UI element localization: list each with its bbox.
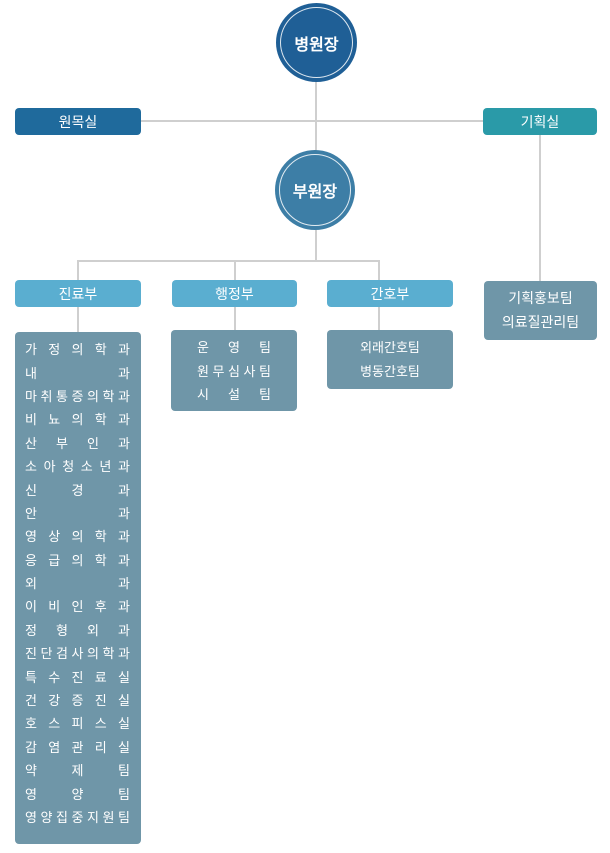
connector-admin-box — [234, 307, 236, 331]
connector-admin-vertical — [234, 260, 236, 280]
unit-row: 병동간호팀 — [360, 364, 420, 380]
connector-planning-vertical — [539, 134, 541, 282]
medical-department-label: 진료부 — [58, 286, 98, 303]
nursing-department-label: 간호부 — [370, 286, 410, 303]
ombudsman-label: 원목실 — [58, 114, 98, 131]
connector-vice-vertical — [315, 225, 317, 261]
planning-team: 의료질관리팀 — [501, 315, 580, 331]
connector-nursing-vertical — [378, 260, 380, 280]
administration-department-label: 행정부 — [215, 286, 254, 303]
vice-director-label: 부원장 — [292, 182, 338, 201]
administration-department-node: 행정부 — [172, 280, 297, 307]
connector-nursing-box — [378, 307, 380, 331]
ombudsman-node: 원목실 — [15, 108, 141, 135]
connector-top-horizontal — [140, 120, 485, 122]
connector-dept-horizontal — [77, 260, 379, 262]
planning-label: 기획실 — [520, 114, 560, 131]
unit-row: 외래간호팀 — [360, 341, 420, 357]
director-label: 병원장 — [294, 34, 339, 54]
planning-teams-box: 기획홍보팀 의료질관리팀 — [484, 281, 597, 340]
planning-node: 기획실 — [483, 108, 597, 135]
connector-top-vertical — [315, 75, 317, 155]
nursing-department-node: 간호부 — [327, 280, 453, 307]
director-node: 병원장 — [276, 3, 357, 82]
vice-director-node: 부원장 — [275, 150, 355, 230]
medical-department-node: 진료부 — [15, 280, 141, 307]
planning-team: 기획홍보팀 — [508, 291, 573, 307]
connector-medical-vertical — [77, 260, 79, 280]
connector-medical-box — [77, 307, 79, 333]
